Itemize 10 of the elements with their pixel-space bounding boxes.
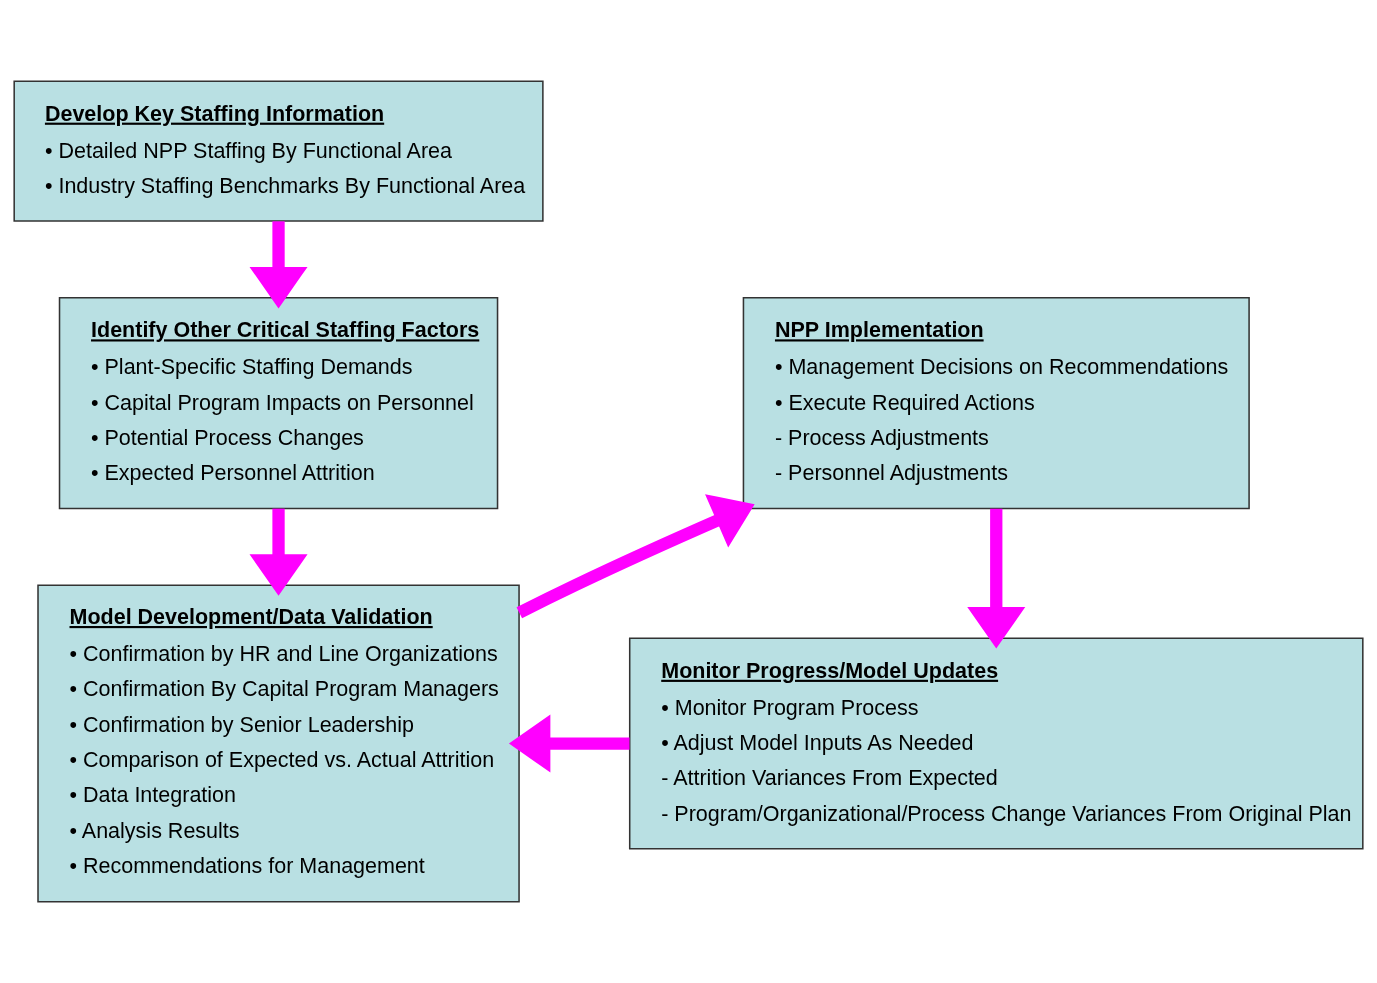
arrow [516,494,755,619]
arrow [508,714,630,773]
node-box: Monitor Progress/Model Updates • Monitor Program Process • Adjust Model Inputs As Needed - Attrition Variances From Expected - Program/Organizational/Process Change Variances From Original Plan [628,637,1364,850]
node-box: Model Development/Data Validation • Confirmation by HR and Line Organizations • Confirmation By Capital Program Managers • Confirmation by Senior Leadership • Comparison of Expected vs. Actual Attrition • Data Integration • Analysis Results • Recommendations for Management [37,584,520,903]
arrow [967,508,1026,649]
node-box: NPP Implementation • Management Decisions on Recommendations • Execute Required Actions - Process Adjustments - Personnel Adjustments [742,297,1250,510]
arrow [249,508,308,596]
node-box: Develop Key Staffing Information • Detailed NPP Staffing By Functional Area • Industry Staffing Benchmarks By Functional Area [13,80,544,222]
arrow [249,221,308,309]
node-box: Identify Other Critical Staffing Factors • Plant-Specific Staffing Demands • Capital Program Impacts on Personnel • Potential Process Changes • Expected Personnel Attrition [58,297,499,510]
